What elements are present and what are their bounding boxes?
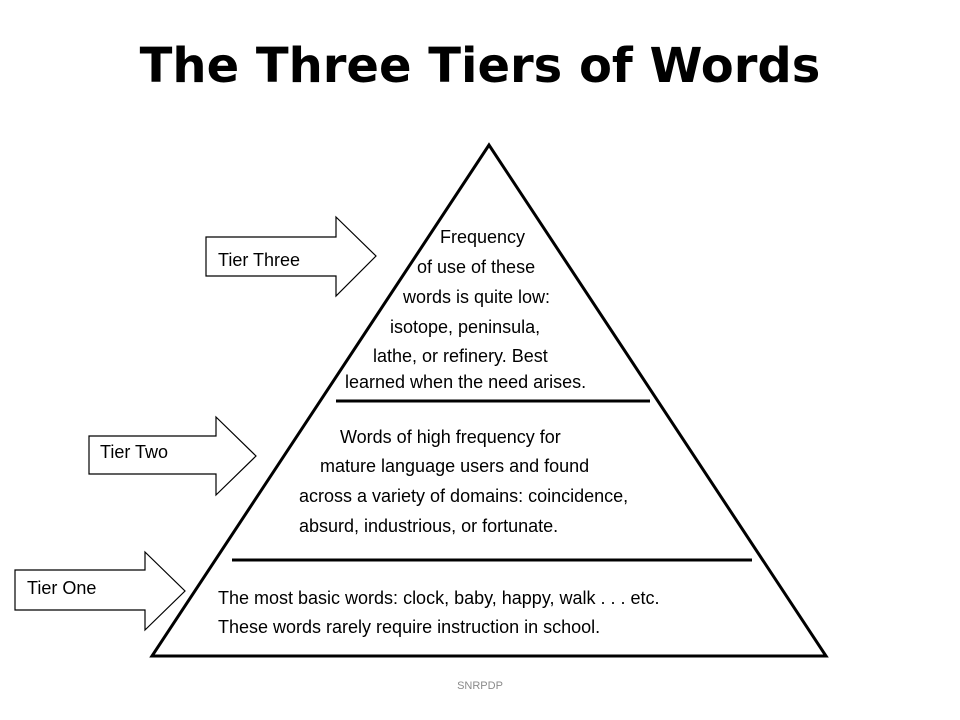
arrow-label-tier-two: Tier Two xyxy=(100,442,169,462)
page-title: The Three Tiers of Words xyxy=(139,38,821,94)
tier-one-line: The most basic words: clock, baby, happy… xyxy=(218,588,660,608)
footer-text: SNRPDP xyxy=(457,680,503,692)
tier-three-line: learned when the need arises. xyxy=(345,372,587,392)
tier-three-line: Frequency xyxy=(440,227,526,247)
tier-three-line: isotope, peninsula, xyxy=(390,317,541,337)
arrow-tier-two xyxy=(88,415,257,497)
tier-two-line: mature language users and found xyxy=(320,456,590,476)
tier-three-line: of use of these xyxy=(417,257,536,277)
arrow-label-tier-three: Tier Three xyxy=(218,250,301,270)
arrow-tier-one xyxy=(14,550,186,632)
tier-two-line: Words of high frequency for xyxy=(340,427,561,447)
arrow-tier-three xyxy=(205,215,377,298)
arrow-label-tier-one: Tier One xyxy=(27,578,97,598)
tier-three-line: words is quite low: xyxy=(403,287,551,307)
tier-three-line: lathe, or refinery. Best xyxy=(373,346,548,366)
tier-one-line: These words rarely require instruction i… xyxy=(218,617,601,637)
tier-two-line: absurd, industrious, or fortunate. xyxy=(299,516,559,536)
tier-two-line: across a variety of domains: coincidence… xyxy=(299,486,629,506)
